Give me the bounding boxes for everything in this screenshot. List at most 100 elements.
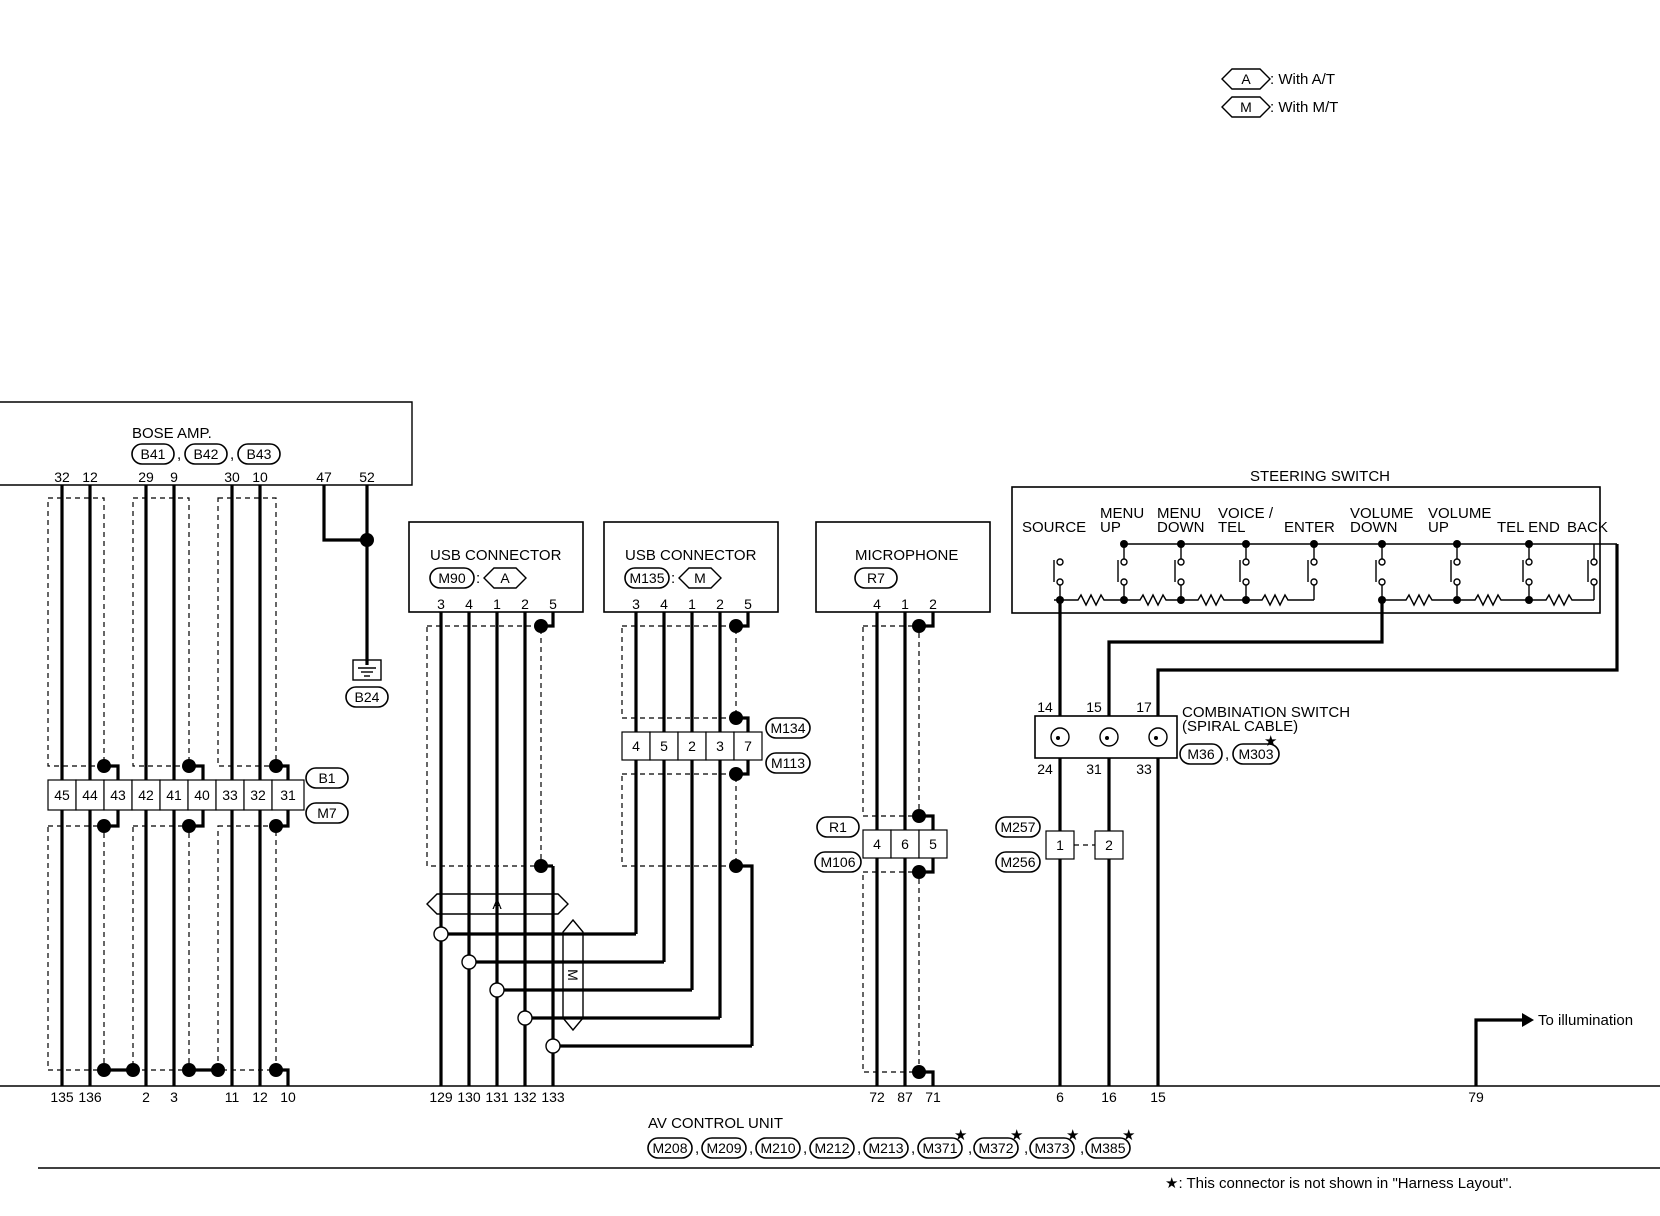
svg-text::: : [476,570,480,587]
av-pin-15: 15 [1150,1089,1166,1105]
legend-m-code: M [1240,99,1252,115]
switch-tel-end [1522,544,1533,600]
mic-pin-2: 2 [929,596,937,612]
usb-m-pin-3: 3 [632,596,640,612]
svg-text:,: , [230,446,234,463]
legend-a-text: : With A/T [1270,71,1335,88]
bose-amp-title: BOSE AMP. [132,425,212,442]
switch-menu-down-label1: MENU [1157,505,1201,522]
joint-connector-r1: R1 [829,819,847,835]
legend: A : With A/T M : With M/T [1221,68,1338,118]
illumination-label: To illumination [1538,1012,1633,1029]
svg-text:,: , [1024,1140,1028,1157]
microphone-connector-r7: R7 [867,570,885,586]
usb-m-pin-5: 5 [744,596,752,612]
bose-pin-52: 52 [359,469,375,485]
combo-title-line2: (SPIRAL CABLE) [1182,718,1298,735]
av-pin-3: 3 [170,1089,178,1105]
b1-cell-32: 32 [250,787,266,803]
b1-cell-33: 33 [222,787,238,803]
m257-cell-1: 1 [1056,837,1064,853]
b1-cell-44: 44 [82,787,98,803]
joint-connector-m113: M113 [771,755,805,771]
switch-volume-up-label1: VOLUME [1428,505,1491,522]
usb-m-pin-1: 1 [688,596,696,612]
av-control-unit-title: AV CONTROL UNIT [648,1115,783,1132]
usb-a-connector-m90: M90 [438,570,465,586]
switch-volume-up-label2: UP [1428,519,1449,536]
av-connector-m210: M210 [760,1140,795,1156]
bose-amp: BOSE AMP. B41 , B42 , B43 32 12 29 9 30 … [0,401,413,486]
mic-pin-1: 1 [901,596,909,612]
switch-menu-up [1117,544,1128,600]
bose-connector-b41: B41 [141,446,166,462]
av-connector-m372: M372 [978,1140,1013,1156]
joint-connector-m134: M134 [770,720,805,736]
ground-circuit: B24 [322,485,389,708]
usb-a-pin-5: 5 [549,596,557,612]
av-pin-72: 72 [869,1089,885,1105]
av-connector-m208: M208 [652,1140,687,1156]
bose-pin-12: 12 [82,469,98,485]
joint-connector-m7: M7 [317,805,337,821]
combo-connector-m303: M303 [1238,746,1273,762]
switch-back [1587,544,1598,600]
r1-cell-5: 5 [929,836,937,852]
switch-menu-up-label2: UP [1100,519,1121,536]
usb-m-pin-2: 2 [716,596,724,612]
usb-a-pin-4: 4 [465,596,473,612]
av-control-unit: 135 136 2 3 11 12 10 129 130 131 132 133… [0,1085,1660,1169]
switch-tel-end-label: TEL END [1497,519,1560,536]
av-connector-m371: M371 [922,1140,957,1156]
steering-switch: STEERING SWITCH SOURCE MENU UP MENU DOWN… [1011,468,1617,614]
joint-connector-m256: M256 [1000,854,1035,870]
r1-cell-6: 6 [901,836,909,852]
av-pin-16: 16 [1101,1089,1117,1105]
variant-bar-a: A [492,896,502,912]
b1-cell-42: 42 [138,787,154,803]
combo-pin-bottom-24: 24 [1037,761,1053,777]
bose-pin-29: 29 [138,469,154,485]
joint-connector-b1-m7: 45 44 43 42 41 40 33 32 31 B1 M7 [47,767,349,824]
combo-title-line1: COMBINATION SWITCH [1182,704,1350,721]
svg-text:★: ★ [1264,733,1277,750]
m134-cell-7: 7 [744,738,752,754]
av-pin-133: 133 [541,1089,565,1105]
combination-switch: 14 15 17 24 31 33 COMBINATION SWITCH (SP… [1034,699,1350,777]
b1-cell-45: 45 [54,787,70,803]
svg-text:★: ★ [954,1127,967,1144]
svg-text:,: , [177,446,181,463]
switch-voice-tel-label2: TEL [1218,519,1246,536]
svg-text::: : [671,570,675,587]
usb-a-pin-1: 1 [493,596,501,612]
av-pin-132: 132 [513,1089,537,1105]
variant-selector: A M [426,893,752,1054]
switch-voice-tel-label1: VOICE / [1218,505,1274,522]
usb-m-variant: M [694,570,706,586]
m134-cell-2: 2 [688,738,696,754]
joint-connector-b1: B1 [318,770,335,786]
switch-menu-down-label2: DOWN [1157,519,1205,536]
av-pin-6: 6 [1056,1089,1064,1105]
av-pin-12: 12 [252,1089,268,1105]
b1-cell-31: 31 [280,787,296,803]
usb-m-pin-4: 4 [660,596,668,612]
usb-a-title: USB CONNECTOR [430,547,562,564]
combo-pin-bottom-31: 31 [1086,761,1102,777]
combo-pin-top-14: 14 [1037,699,1053,715]
av-connector-m212: M212 [814,1140,849,1156]
svg-text:★: ★ [1010,1127,1023,1144]
av-pin-79: 79 [1468,1089,1484,1105]
joint-connector-m106: M106 [820,854,855,870]
av-connector-m209: M209 [706,1140,741,1156]
bose-pin-9: 9 [170,469,178,485]
av-connector-m373: M373 [1034,1140,1069,1156]
legend-a-code: A [1241,71,1251,87]
svg-text:,: , [749,1140,753,1157]
usb-connector-m: USB CONNECTOR M135 : M 3 4 1 2 5 [603,521,779,613]
av-pin-10: 10 [280,1089,296,1105]
svg-text:,: , [857,1140,861,1157]
av-connector-m213: M213 [868,1140,903,1156]
b1-cell-41: 41 [166,787,182,803]
